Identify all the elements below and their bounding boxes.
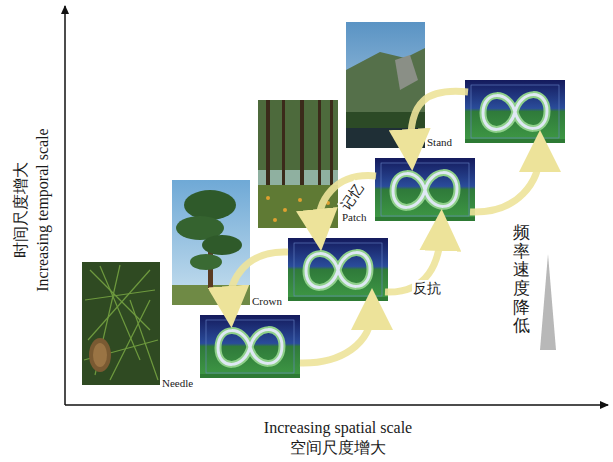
- scale-label: Stand: [427, 136, 452, 148]
- axis-title: 空间尺度增大: [290, 438, 386, 458]
- axis-title: Increasing temporal scale: [32, 80, 54, 340]
- photo-panel: Stand: [346, 22, 425, 148]
- scale-label: Crown: [252, 295, 282, 307]
- photo-panel: Crown: [172, 180, 250, 305]
- axis-title: Increasing spatial scale: [264, 418, 412, 438]
- photo-panel: Patch: [258, 100, 338, 228]
- trend-label: 频率速度降低: [513, 224, 530, 336]
- axis-title: 时间尺度增大: [10, 80, 32, 340]
- arrow-label: 反抗: [412, 280, 442, 298]
- y-axis-title: 时间尺度增大Increasing temporal scale: [10, 80, 56, 340]
- photo-panel: Needle: [82, 262, 160, 385]
- scale-label: Needle: [162, 377, 193, 389]
- scale-label: Patch: [342, 211, 366, 223]
